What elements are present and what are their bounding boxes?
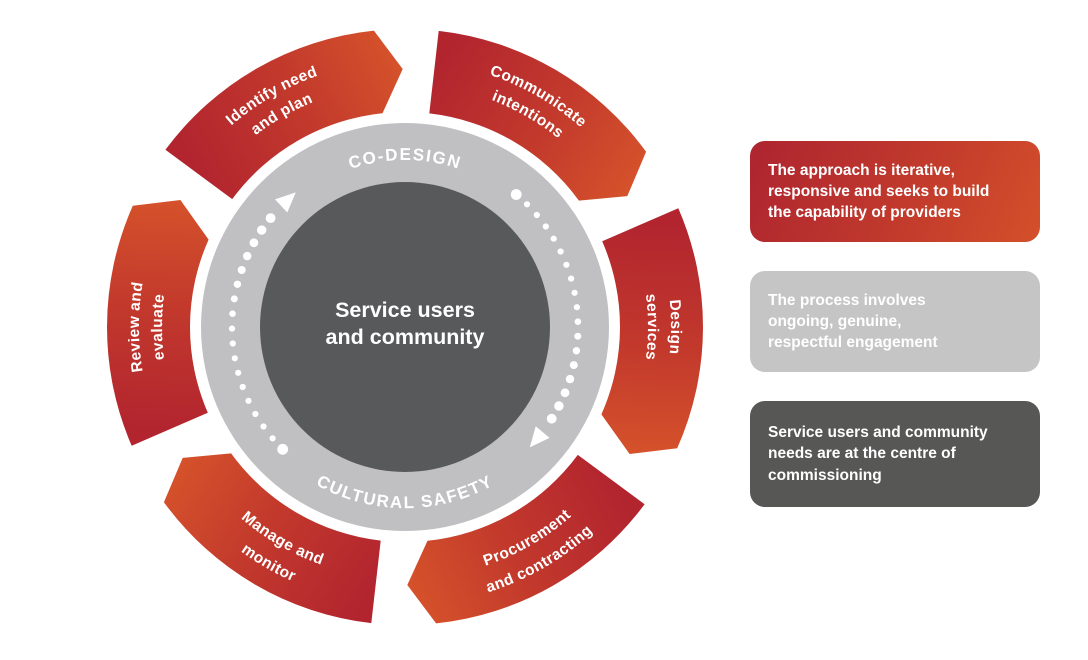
flow-dot: [229, 340, 236, 347]
flow-dot: [572, 347, 581, 355]
flow-dot: [510, 189, 522, 200]
flow-dot: [233, 280, 242, 288]
flow-dot: [571, 289, 578, 296]
flow-dot: [573, 304, 581, 311]
flow-dot: [260, 423, 267, 430]
center-label-line2: and community: [326, 325, 485, 349]
callout-process-text: The process involves ongoing, genuine, r…: [768, 291, 938, 352]
callout-service-users: Service users and community needs are at…: [750, 401, 1040, 507]
flow-dot: [235, 369, 242, 376]
flow-dot: [249, 238, 259, 248]
flow-arrows: [228, 189, 582, 455]
flow-dot: [277, 443, 289, 455]
segment-review-and-evaluate: [107, 200, 209, 446]
center-circle: [260, 182, 550, 472]
flow-dot: [574, 318, 582, 326]
flow-arrowhead-icon: [529, 426, 550, 448]
segment-communicate-intentions: [429, 30, 647, 201]
flow-dot: [245, 397, 252, 404]
callout-approach-text: The approach is iterative, responsive an…: [768, 161, 990, 222]
flow-arrowhead-icon: [275, 192, 296, 213]
flow-dot: [568, 275, 575, 282]
flow-dot: [523, 201, 531, 208]
callout-approach: The approach is iterative, responsive an…: [750, 141, 1040, 242]
center-label-line1: Service users: [335, 298, 475, 322]
flow-dot: [228, 325, 236, 332]
segment-manage-and-monitor: [163, 453, 381, 624]
flow-dot: [533, 211, 540, 219]
flow-dot: [257, 225, 267, 235]
flow-dot: [239, 383, 246, 391]
flow-dot: [269, 435, 276, 442]
segment-design-services: [601, 208, 703, 454]
flow-dot: [560, 388, 570, 398]
flow-dot: [546, 413, 557, 424]
flow-dot: [554, 401, 564, 411]
label-design-line1: Design: [666, 299, 684, 355]
flow-dot: [229, 310, 236, 318]
flow-dot: [563, 261, 570, 268]
flow-dot: [550, 235, 557, 242]
flow-dot: [243, 251, 252, 261]
label-review-line2: evaluate: [149, 293, 168, 361]
cycle-diagram: Identify need and plan Communicate inten…: [107, 30, 703, 624]
cycle-segments: [107, 30, 703, 624]
flow-dot: [542, 223, 549, 230]
flow-dot: [565, 374, 575, 384]
label-design-line2: services: [642, 293, 661, 361]
flow-dot: [231, 355, 238, 362]
callout-service-users-text: Service users and community needs are at…: [768, 424, 988, 484]
callout-process: The process involves ongoing, genuine, r…: [750, 271, 1040, 372]
label-review-line1: Review and: [126, 281, 147, 374]
flow-dot: [574, 332, 582, 340]
segment-procurement-and-contracting: [407, 454, 645, 624]
callout-column: The approach is iterative, responsive an…: [750, 141, 1040, 507]
flow-dot: [265, 213, 276, 224]
flow-dot: [557, 248, 564, 255]
flow-dot: [252, 410, 259, 418]
flow-dot: [230, 295, 238, 303]
flow-dot: [569, 361, 578, 370]
segment-identify-need-and-plan: [165, 30, 403, 200]
flow-dot: [237, 266, 246, 274]
